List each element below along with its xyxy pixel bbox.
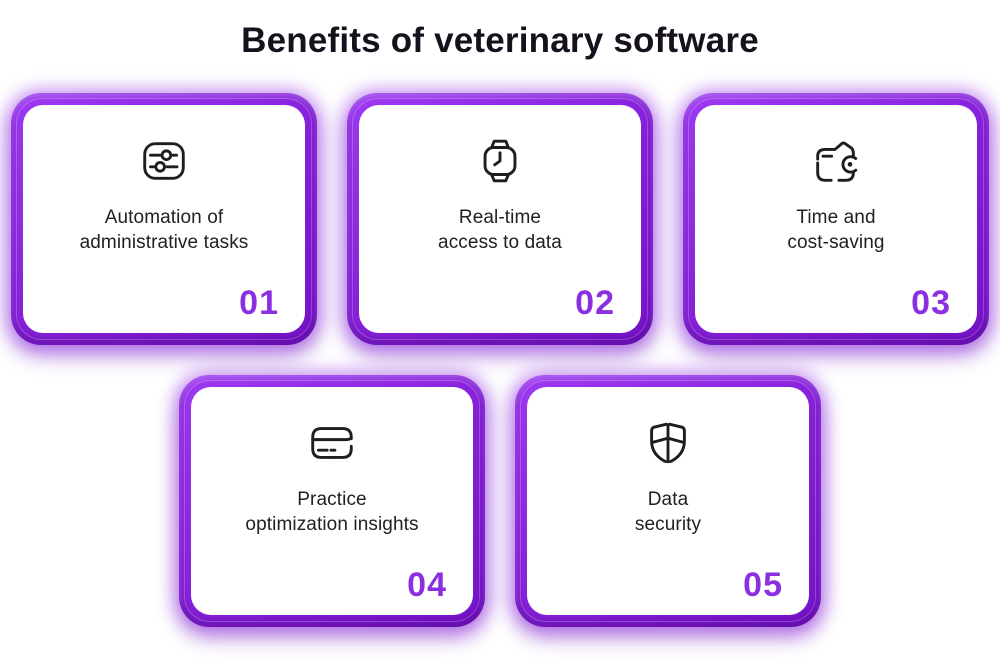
- benefit-label-line1: Automation of: [104, 206, 224, 228]
- benefit-card-automation: Automation of administrative tasks 01: [11, 92, 317, 345]
- benefit-number: 01: [239, 283, 279, 322]
- benefit-label-line2: cost-saving: [787, 231, 885, 253]
- wallet-icon: [808, 133, 864, 189]
- benefit-card-security: Data security 05: [515, 374, 821, 627]
- benefit-card-saving: Time and cost-saving 03: [683, 92, 989, 345]
- benefit-label: Practice optimization insights: [245, 487, 418, 537]
- card-body: Time and cost-saving 03: [695, 104, 977, 333]
- benefit-label: Data security: [635, 487, 701, 537]
- shield-icon: [640, 415, 696, 471]
- card-body: Data security 05: [527, 386, 809, 615]
- benefit-label: Time and cost-saving: [787, 205, 884, 255]
- benefit-label: Automation of administrative tasks: [80, 205, 249, 255]
- benefit-card-realtime: Real-time access to data 02: [347, 92, 653, 345]
- card-row-bottom: Practice optimization insights 04: [179, 374, 821, 627]
- benefit-number: 02: [575, 283, 615, 322]
- benefit-label-line1: Real-time: [458, 206, 542, 228]
- benefit-label: Real-time access to data: [438, 205, 562, 255]
- sliders-icon: [136, 133, 192, 189]
- benefit-label-line2: access to data: [438, 231, 562, 253]
- card-icon: [304, 415, 360, 471]
- card-body: Real-time access to data 02: [359, 104, 641, 333]
- benefit-label-line1: Data: [647, 488, 689, 510]
- watch-icon: [472, 133, 528, 189]
- benefit-card-insights: Practice optimization insights 04: [179, 374, 485, 627]
- benefit-label-line2: optimization insights: [245, 513, 419, 535]
- card-body: Practice optimization insights 04: [191, 386, 473, 615]
- benefit-label-line2: administrative tasks: [79, 231, 249, 253]
- benefit-number: 03: [911, 283, 951, 322]
- page-title: Benefits of veterinary software: [241, 21, 759, 60]
- benefit-label-line2: security: [634, 513, 702, 535]
- benefit-label-line1: Practice: [297, 488, 367, 510]
- card-body: Automation of administrative tasks 01: [23, 104, 305, 333]
- card-grid: Automation of administrative tasks 01: [11, 92, 989, 627]
- benefit-label-line1: Time and: [796, 206, 876, 228]
- benefit-number: 05: [743, 565, 783, 604]
- benefit-number: 04: [407, 565, 447, 604]
- card-row-top: Automation of administrative tasks 01: [11, 92, 989, 345]
